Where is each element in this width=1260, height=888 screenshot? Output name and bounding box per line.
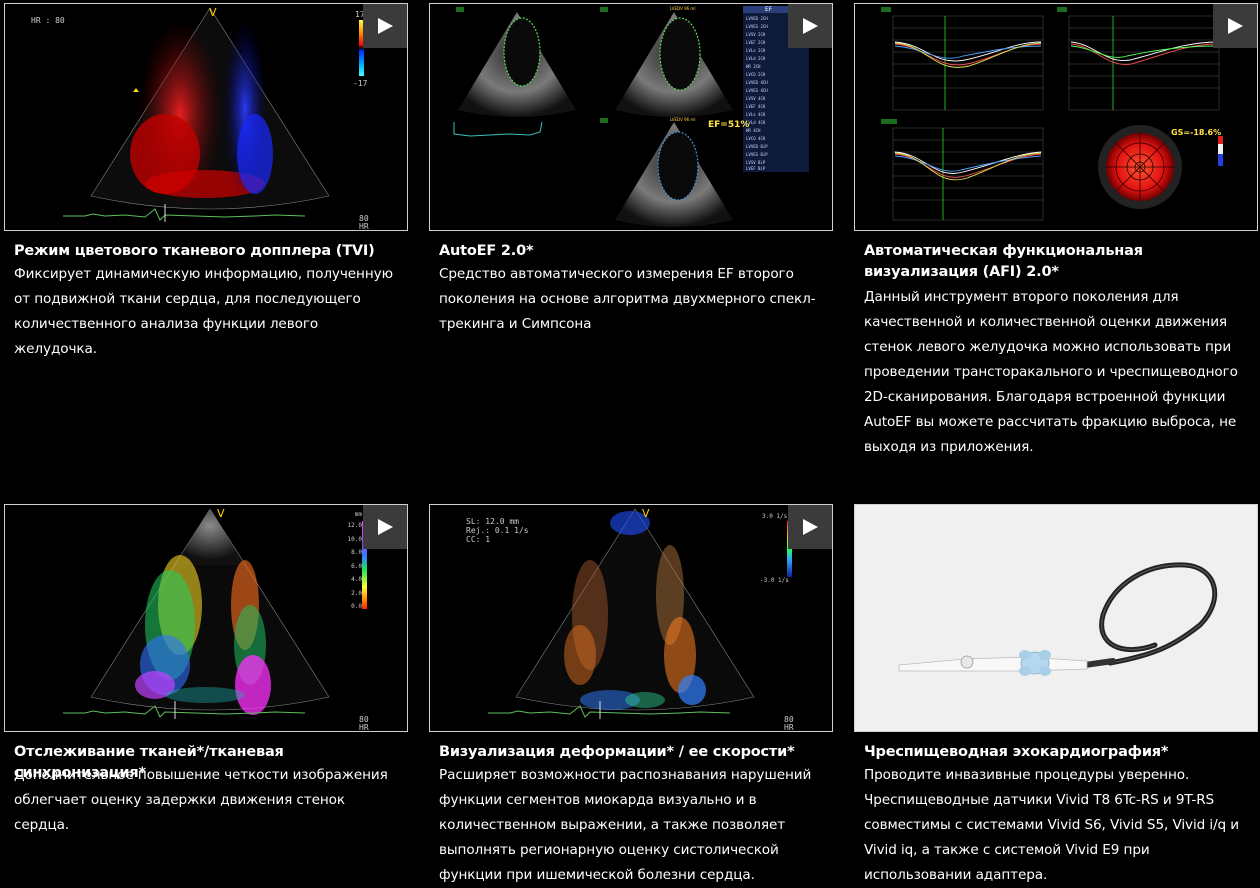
scale-max-label: 17 <box>355 10 365 19</box>
svg-text:LVLs 2CH: LVLs 2CH <box>746 48 766 53</box>
scale-tick: 2.0 <box>351 589 362 597</box>
video-thumbnail-afi[interactable]: GS=-18.6% <box>854 3 1258 231</box>
video-thumbnail-tvi[interactable]: V HR : 80 17 -17 80 HR <box>4 3 408 231</box>
svg-text:V: V <box>642 507 650 520</box>
svg-text:V: V <box>217 507 225 520</box>
svg-text:LVCO 2CH: LVCO 2CH <box>746 72 766 77</box>
svg-text:LVVED 4CH: LVVED 4CH <box>746 80 768 85</box>
scale-unit: mm <box>354 511 362 518</box>
play-icon <box>803 519 818 535</box>
svg-text:LVVED BiP: LVVED BiP <box>746 144 768 149</box>
svg-text:LVVES BiP: LVVES BiP <box>746 152 768 157</box>
svg-text:LVEF BiP: LVEF BiP <box>746 166 766 171</box>
card-description: Фиксирует динамическую информацию, получ… <box>14 266 393 357</box>
card-description: Средство автоматического измерения EF вт… <box>439 266 816 332</box>
gs-label: GS=-18.6% <box>1171 128 1222 137</box>
play-icon <box>803 18 818 34</box>
card-title: Чреспищеводная эхокардиография* <box>864 744 1169 760</box>
svg-text:LVSV 2CH: LVSV 2CH <box>746 32 766 37</box>
scale-tick: 4.0 <box>351 576 362 583</box>
svg-text:LVEF 2CH: LVEF 2CH <box>746 40 766 45</box>
play-icon <box>378 519 393 535</box>
hr-bottom-unit: HR <box>784 723 794 732</box>
card-title: Режим цветового тканевого допплера (TVI) <box>14 243 375 259</box>
svg-text:LVSV 4CH: LVSV 4CH <box>746 96 766 101</box>
scale-tick-list: mm 12.0 10.0 8.0 6.0 4.0 2.0 0.0 <box>342 511 362 614</box>
card-description: Данный инструмент второго поколения для … <box>864 289 1238 455</box>
play-button[interactable] <box>1213 4 1257 48</box>
svg-text:LVCO 4CH: LVCO 4CH <box>746 136 766 141</box>
scale-tick: 12.0 <box>347 522 362 529</box>
card-description: Расширяет возможности распознавания нару… <box>439 767 812 883</box>
svg-text:LVVES 4CH: LVVES 4CH <box>746 88 768 93</box>
video-thumbnail-strain[interactable]: V SL: 12.0 mm Rej.: 0.1 1/s CC: 1 3.0 1/… <box>429 504 833 732</box>
hr-bottom-value: 80 <box>784 715 794 724</box>
play-button[interactable] <box>788 505 832 549</box>
svg-text:LVLd 2CH: LVLd 2CH <box>746 56 766 61</box>
table-header: EF <box>765 6 773 13</box>
card-title: Отслеживание тканей*/тканевая синхрониза… <box>14 744 284 781</box>
play-button[interactable] <box>788 4 832 48</box>
hr-bottom-value: 80 <box>359 214 369 223</box>
info-line: SL: 12.0 mm <box>466 517 519 526</box>
card-title: AutoEF 2.0* <box>439 243 534 259</box>
scale-tick: 10.0 <box>347 535 362 543</box>
svg-text:LVVED 2CH: LVVED 2CH <box>746 16 768 21</box>
scale-tick: 6.0 <box>351 562 362 570</box>
hr-bottom-value: 80 <box>359 715 369 724</box>
svg-text:LVEF 4CH: LVEF 4CH <box>746 104 766 109</box>
video-thumbnail-tissue-tracking[interactable]: V mm 12.0 10.0 8.0 6.0 4.0 2.0 0.0 80 HR <box>4 504 408 732</box>
card-title: Автоматическая функциональная визуализац… <box>864 243 1143 280</box>
svg-text:LVLs 4CH: LVLs 4CH <box>746 112 766 117</box>
svg-text:LVEDV 96 ml: LVEDV 96 ml <box>670 6 695 11</box>
card-description: Дополнительное повышение четкости изобра… <box>14 767 388 833</box>
svg-text:HR 2CH: HR 2CH <box>746 64 761 69</box>
card-description: Проводите инвазивные процедуры уверенно.… <box>864 767 1240 883</box>
svg-text:V: V <box>209 6 217 19</box>
play-icon <box>378 18 393 34</box>
svg-text:LVEDV 96 ml: LVEDV 96 ml <box>670 117 695 122</box>
info-line: CC: 1 <box>466 535 491 544</box>
svg-text:HR 4CH: HR 4CH <box>746 128 761 133</box>
svg-text:LVVES 2CH: LVVES 2CH <box>746 24 768 29</box>
scale-min-label: -3.0 1/s <box>760 577 789 584</box>
scale-tick: 0.0 <box>351 603 362 610</box>
scale-min-label: -17 <box>353 79 368 88</box>
hr-bottom-unit: HR <box>359 222 369 231</box>
scale-tick: 8.0 <box>351 549 362 556</box>
scale-max-label: 3.0 1/s <box>762 513 788 520</box>
hr-readout: HR : 80 <box>31 16 65 25</box>
play-button[interactable] <box>363 505 407 549</box>
hr-bottom-unit: HR <box>359 723 369 732</box>
svg-text:LVLd 4CH: LVLd 4CH <box>746 120 766 125</box>
video-thumbnail-autoef[interactable]: LVVED 2CH LVVES 2CH LVSV 2CH LVEF 2CH LVLs … <box>429 3 833 231</box>
card-title: Визуализация деформации* / ее скорости* <box>439 744 795 760</box>
ef-label: EF=51% <box>708 120 750 130</box>
svg-text:LVSV BiP: LVSV BiP <box>746 160 766 165</box>
product-image-tee-probe <box>854 504 1258 732</box>
play-icon <box>1228 18 1243 34</box>
info-line: Rej.: 0.1 1/s <box>466 526 529 535</box>
play-button[interactable] <box>363 4 407 48</box>
